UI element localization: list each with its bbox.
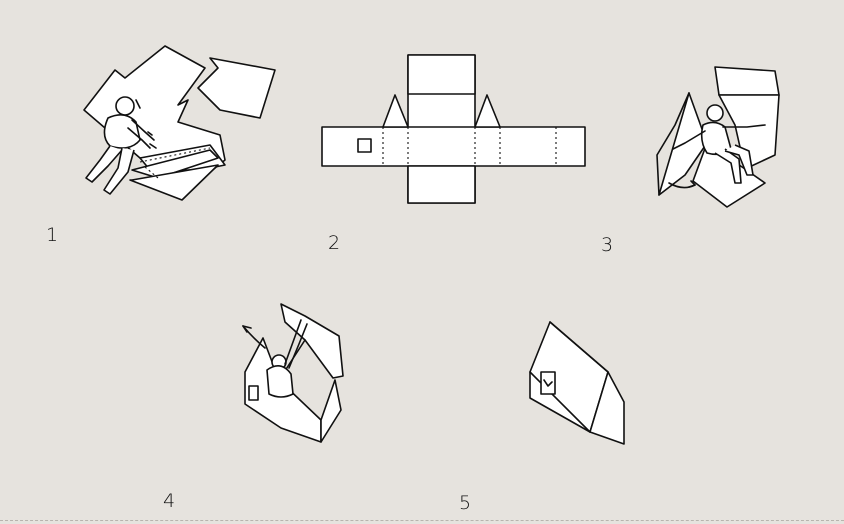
- window-square: [358, 139, 371, 152]
- step-3-illustration: [655, 65, 785, 205]
- step-number-1: 1: [46, 224, 58, 246]
- house-net-template: [322, 55, 587, 205]
- folding-walls-drawing: [655, 65, 785, 205]
- cardboard-cutting-drawing: [70, 40, 290, 210]
- bottom-dashed-border: [0, 520, 844, 521]
- step-number-4: 4: [163, 490, 175, 512]
- step-number-2: 2: [328, 232, 340, 254]
- step-1-illustration: [70, 40, 290, 210]
- step-4-illustration: [235, 300, 350, 450]
- step-5-illustration: [528, 320, 628, 450]
- finished-house-drawing: [528, 320, 628, 450]
- window-icon: [541, 372, 555, 394]
- step-2-illustration: [322, 55, 587, 205]
- step-number-3: 3: [601, 234, 613, 256]
- raising-roof-drawing: [235, 300, 350, 450]
- step-number-5: 5: [459, 492, 471, 514]
